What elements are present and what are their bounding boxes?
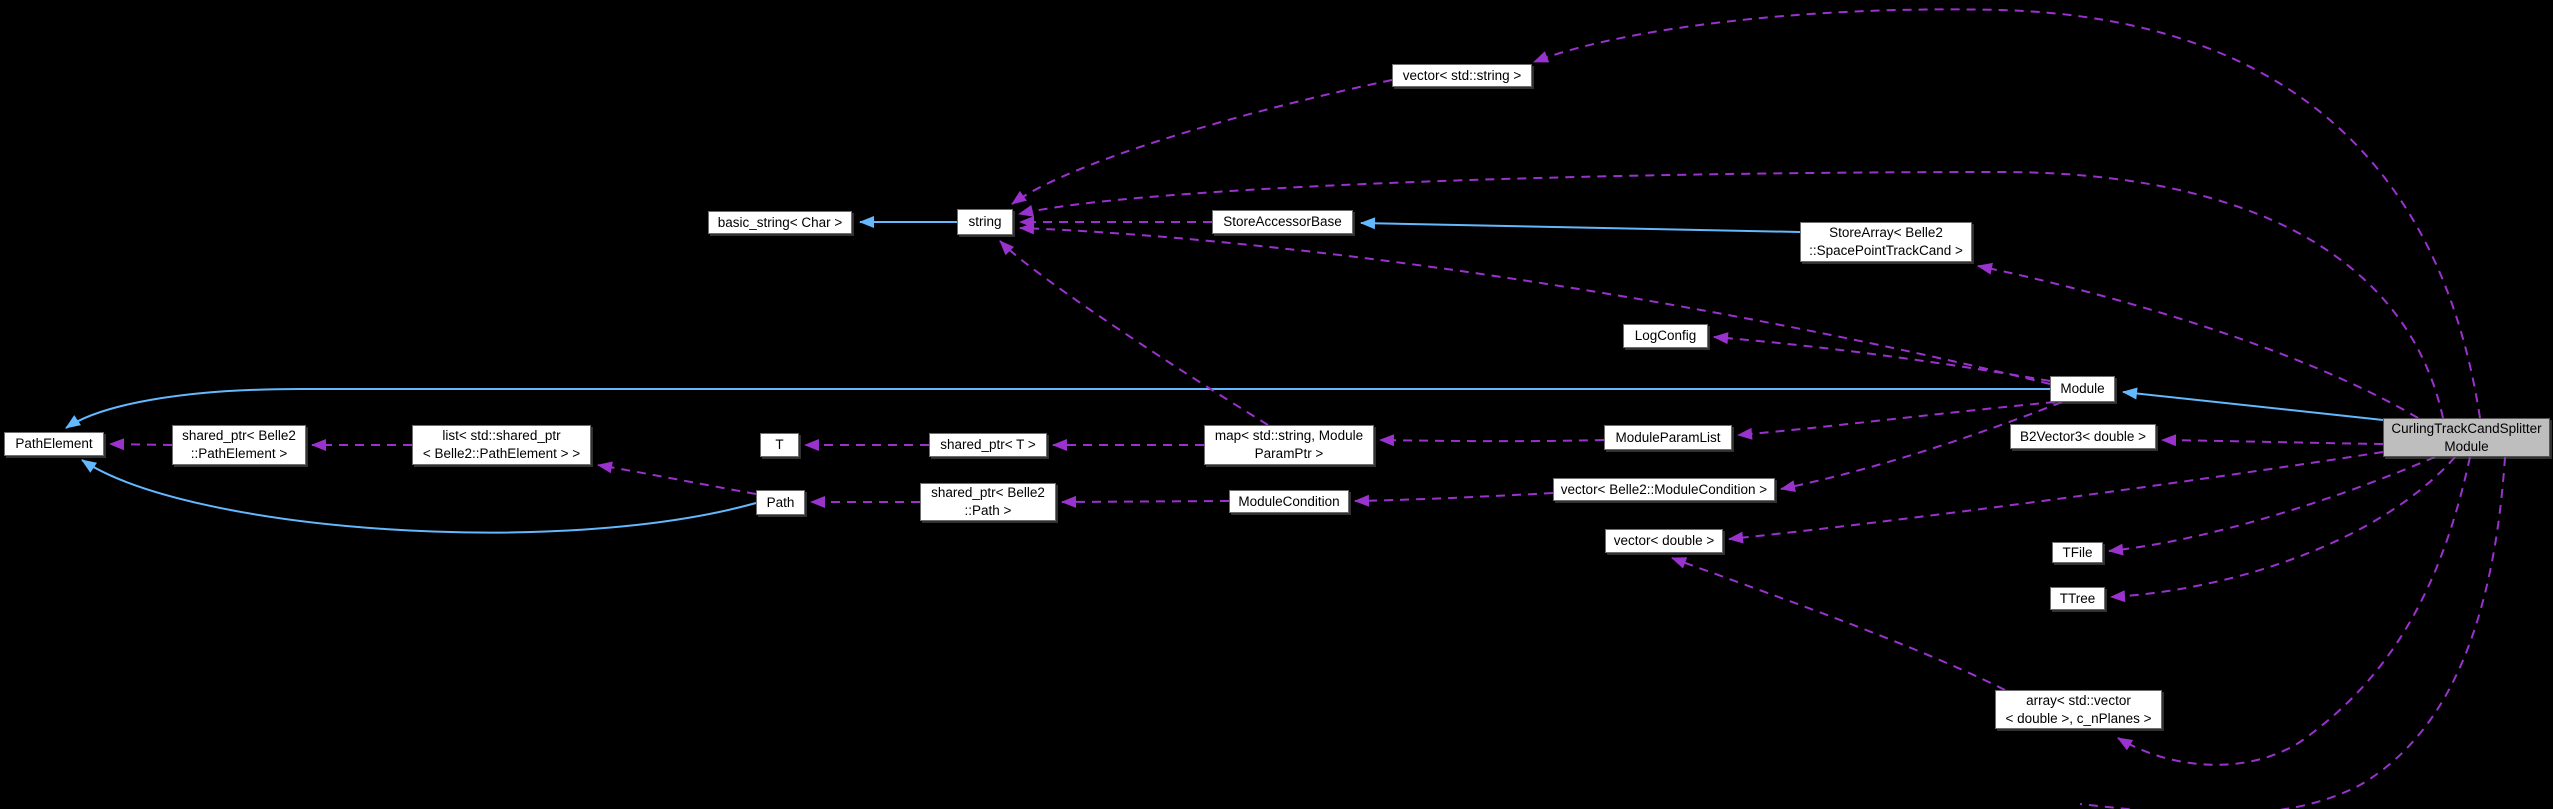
node-main-label-1: CurlingTrackCandSplitter (2391, 420, 2542, 436)
node-b2vector3-label: B2Vector3< double > (2019, 428, 2147, 444)
node-ttree[interactable]: TTree (2050, 587, 2105, 610)
node-string-label: string (968, 214, 1002, 229)
node-array-label-2: < double >, c_nPlanes > (2005, 710, 2152, 726)
node-vector-modulecondition-label: vector< Belle2::ModuleCondition > (1560, 481, 1768, 497)
node-logconfig-label: LogConfig (1634, 328, 1697, 343)
node-storearray-label-2: ::SpacePointTrackCand > (1809, 243, 1963, 258)
node-basic-string-char[interactable]: basic_string< Char > (708, 211, 852, 234)
node-storeaccessorbase-label: StoreAccessorBase (1223, 214, 1342, 229)
edge-storearray-to-storeaccessorbase-inherit (1360, 217, 1801, 233)
edge-main-to-vecstring (1533, 8, 2481, 419)
node-vector-double-label: vector< double > (1613, 533, 1715, 548)
edge-module-to-string (1019, 222, 2051, 385)
node-path-label: Path (766, 494, 795, 510)
edge-main-to-vecdouble (1728, 451, 2384, 544)
node-map-label-2: ParamPtr > (1254, 446, 1324, 461)
node-modulecondition[interactable]: ModuleCondition (1229, 490, 1349, 513)
node-logconfig[interactable]: LogConfig (1623, 324, 1708, 348)
node-storearray-label-1: StoreArray< Belle2 (1829, 225, 1943, 240)
node-vector-double[interactable]: vector< double > (1605, 529, 1723, 553)
node-module[interactable]: Module (2050, 376, 2115, 402)
node-shared-ptr-pathelement[interactable]: shared_ptr< Belle2 ::PathElement > (172, 425, 306, 465)
node-map-moduleparamptr[interactable]: map< std::string, Module ParamPtr > (1204, 425, 1374, 465)
edge-array-to-vecdouble (1671, 557, 2006, 691)
node-pathelement[interactable]: PathElement (4, 432, 104, 456)
node-t-label: T (775, 437, 784, 452)
edge-path-to-pathelement-inherit (81, 459, 757, 534)
node-storearray-spacepointtrackcand[interactable]: StoreArray< Belle2 ::SpacePointTrackCand… (1800, 222, 1972, 262)
edge-main-to-ttree (2110, 456, 2456, 603)
node-vector-std-string[interactable]: vector< std::string > (1392, 64, 1532, 87)
edge-sharedptrpathelement-to-pathelement (109, 438, 173, 451)
node-storeaccessorbase[interactable]: StoreAccessorBase (1212, 210, 1353, 234)
node-basic-string-label: basic_string< Char > (717, 214, 843, 230)
node-path[interactable]: Path (756, 490, 805, 515)
node-string[interactable]: string (957, 209, 1013, 235)
node-pathelement-label: PathElement (15, 436, 93, 451)
node-moduleparamlist-label: ModuleParamList (1615, 429, 1721, 445)
edge-modulecondition-to-sharedptrpath (1061, 495, 1230, 508)
edge-main-to-storearray (1977, 262, 2419, 419)
node-list-shared-ptr[interactable]: list< std::shared_ptr < Belle2::PathElem… (412, 425, 591, 465)
edge-main-to-string (1018, 170, 2444, 419)
edge-main-to-tfile (2108, 456, 2436, 556)
node-tfile[interactable]: TFile (2052, 542, 2103, 563)
node-shared-ptr-t-label: shared_ptr< T > (940, 437, 1036, 452)
node-shared-ptr-pathelement-label-2: ::PathElement > (190, 446, 288, 461)
node-tfile-label: TFile (2062, 544, 2093, 560)
node-shared-ptr-t[interactable]: shared_ptr< T > (929, 433, 1047, 457)
node-vector-std-string-label: vector< std::string > (1402, 67, 1522, 83)
node-b2vector3-double[interactable]: B2Vector3< double > (2010, 424, 2156, 449)
node-list-shared-ptr-label-1: list< std::shared_ptr (442, 428, 561, 443)
edge-module-to-moduleparamlist (1737, 401, 2056, 440)
node-main-label-2: Module (2444, 438, 2489, 454)
edge-path-to-list (597, 461, 757, 495)
node-map-label-1: map< std::string, Module (1214, 428, 1364, 443)
edge-main-to-module-inherit (2122, 387, 2384, 421)
node-shared-ptr-path-label-1: shared_ptr< Belle2 (931, 485, 1045, 500)
node-moduleparamlist[interactable]: ModuleParamList (1604, 425, 1732, 450)
edge-module-to-vecmodulecondition (1780, 401, 2063, 493)
node-module-label: Module (2060, 381, 2105, 396)
node-shared-ptr-pathelement-label-1: shared_ptr< Belle2 (182, 428, 296, 443)
node-list-shared-ptr-label-2: < Belle2::PathElement > > (422, 446, 581, 461)
edge-main-to-b2vector3 (2161, 434, 2384, 447)
edge-vecstring-to-string (1011, 79, 1393, 205)
node-array-vector-double-cnplanes[interactable]: array< std::vector < double >, c_nPlanes… (1995, 690, 2162, 729)
edge-moduleparamlist-to-map (1379, 434, 1605, 447)
node-ttree-label: TTree (2059, 590, 2096, 606)
edge-vecmodulecondition-to-modulecondition (1354, 492, 1554, 507)
node-vector-modulecondition[interactable]: vector< Belle2::ModuleCondition > (1553, 478, 1775, 501)
edge-module-to-logconfig (1713, 332, 2051, 382)
node-modulecondition-label: ModuleCondition (1238, 493, 1340, 509)
node-shared-ptr-path-label-2: ::Path > (964, 503, 1012, 518)
node-array-label-1: array< std::vector (2026, 692, 2131, 708)
node-shared-ptr-path[interactable]: shared_ptr< Belle2 ::Path > (920, 483, 1056, 521)
edge-main-bottom-sweep (2079, 456, 2506, 809)
node-curlingtrackcandsplittermodule: CurlingTrackCandSplitter Module (2383, 418, 2550, 457)
node-t[interactable]: T (760, 433, 799, 457)
edge-module-to-pathelement-inherit (65, 388, 2050, 429)
edge-main-to-array (2117, 456, 2471, 766)
edge-map-to-string (999, 240, 1269, 426)
